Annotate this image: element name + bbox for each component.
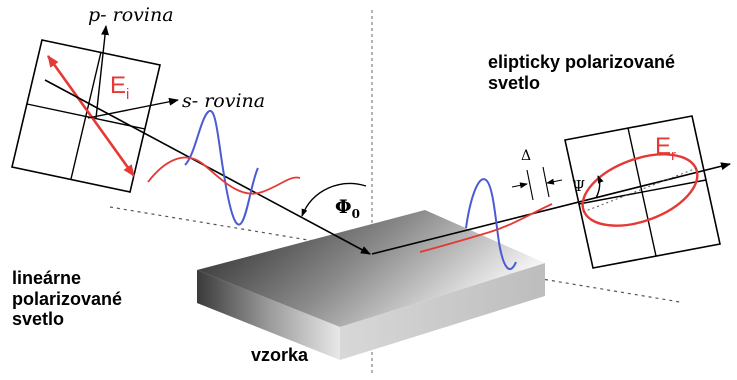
elliptic-light-line-1: elipticky polarizované xyxy=(488,52,676,72)
incident-field-symbol: E xyxy=(110,72,127,99)
reflected-field-symbol: E xyxy=(655,133,672,160)
elliptic-light-label: elipticky polarizované svetlo xyxy=(488,52,675,93)
sample-label: vzorka xyxy=(251,345,309,365)
polarization-ellipse xyxy=(581,153,699,227)
incidence-angle-arc xyxy=(301,182,367,217)
azimuth-arc xyxy=(595,175,604,199)
reflected-ray xyxy=(371,162,731,255)
delta-arrow-left xyxy=(511,182,528,189)
reflected-field-subscript: r xyxy=(671,146,677,164)
sample-side-face xyxy=(340,263,545,360)
incidence-angle-label: Φ0 xyxy=(335,196,360,221)
s-plane-label: s- rovina xyxy=(182,90,266,112)
reflected-p-wave xyxy=(419,203,553,253)
delta-label: Δ xyxy=(521,148,532,164)
sample-block xyxy=(197,210,545,360)
s-plane-arrow xyxy=(87,97,179,119)
p-plane-label: p- rovina xyxy=(88,4,174,26)
delta-line-2 xyxy=(542,166,550,198)
reflected-field-label: Er xyxy=(655,133,676,164)
delta-arrow-right xyxy=(546,178,563,185)
reflected-polarization-plane xyxy=(564,115,721,269)
p-plane-arrow xyxy=(95,25,110,119)
elliptic-light-line-2: svetlo xyxy=(488,72,541,93)
incident-polarization-plane xyxy=(11,39,161,193)
linear-light-line-3: svetlo xyxy=(12,309,65,330)
ellipse-major-axis xyxy=(582,167,698,213)
psi-label: Ψ xyxy=(572,177,586,195)
phase-shift-marker xyxy=(511,166,563,201)
sample-front-face xyxy=(197,270,340,360)
sample-top-face xyxy=(197,210,545,327)
phi-subscript: 0 xyxy=(351,206,360,221)
reflected-plane-axis-2 xyxy=(578,179,707,205)
incident-field-label: Ei xyxy=(110,72,129,103)
linear-light-label: lineárne polarizované svetlo xyxy=(12,268,122,330)
reflected-s-wave xyxy=(465,178,517,270)
phi-symbol: Φ xyxy=(335,196,352,218)
incident-field-subscript: i xyxy=(126,85,130,103)
incident-field-vector xyxy=(46,55,136,177)
incident-p-wave xyxy=(147,156,301,195)
linear-light-line-1: lineárne xyxy=(12,268,82,288)
linear-light-line-2: polarizované xyxy=(12,288,123,309)
delta-line-1 xyxy=(526,169,534,201)
incident-s-wave xyxy=(184,109,259,226)
reflected-plane-frame xyxy=(564,115,721,269)
